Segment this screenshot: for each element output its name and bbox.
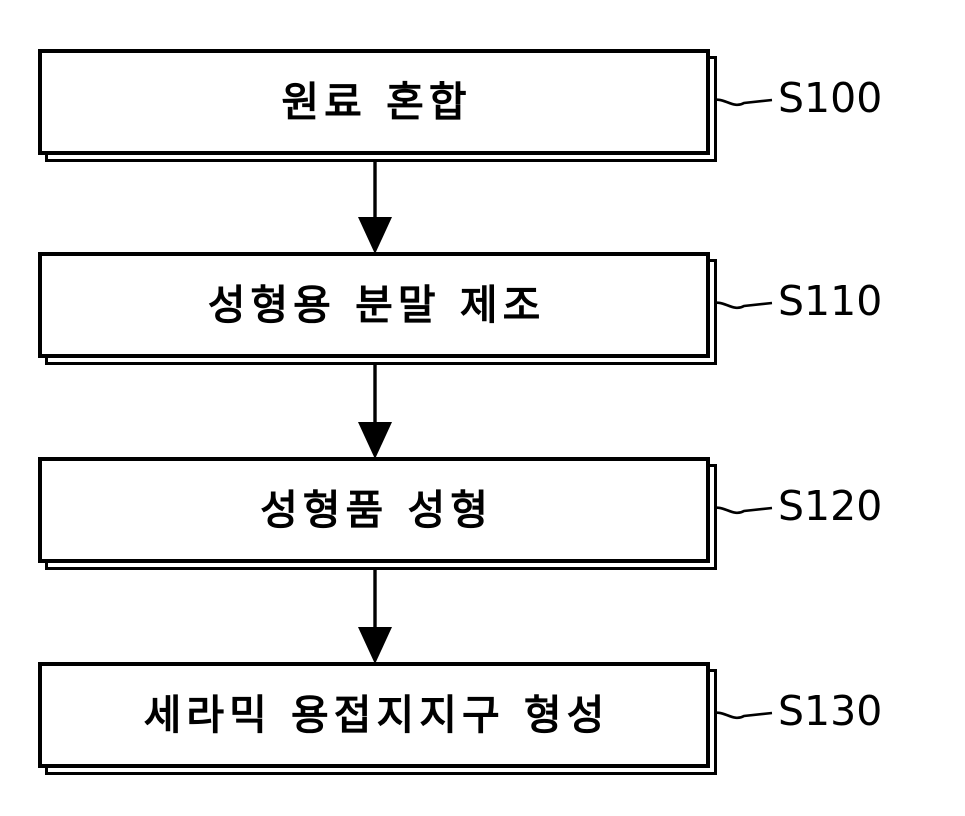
step-label-4: 세라믹 용접지지구 형성 [143,690,610,739]
connector-arrow-2 [358,365,392,459]
connector-arrow-1 [358,162,392,254]
leader-line-4 [710,711,773,719]
step-tag-3: S120 [778,482,883,530]
process-step-1: 원료 혼합 [38,49,717,162]
step-tag-1: S100 [778,74,883,122]
process-step-2: 성형용 분말 제조 [38,252,717,365]
process-step-4: 세라믹 용접지지구 형성 [38,662,717,775]
leader-line-1 [710,98,773,106]
step-tag-2: S110 [778,277,883,325]
step-box [38,49,710,155]
step-label-1: 원료 혼합 [281,77,472,126]
process-step-3: 성형품 성형 [38,457,717,570]
step-box [38,457,710,563]
step-box [38,662,710,768]
step-tag-4: S130 [778,687,883,735]
step-box [38,252,710,358]
leader-line-2 [710,301,773,309]
step-label-2: 성형용 분말 제조 [207,280,546,329]
step-label-3: 성형품 성형 [260,485,493,534]
connector-arrow-3 [358,570,392,664]
leader-line-3 [710,506,773,514]
